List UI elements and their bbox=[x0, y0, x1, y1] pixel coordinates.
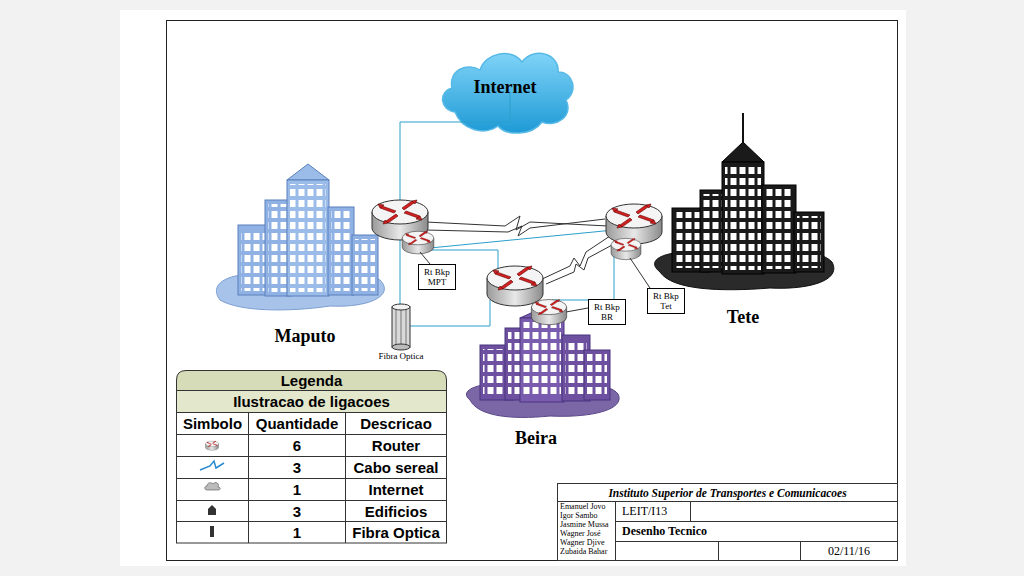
table-cell-box: 6 bbox=[249, 435, 345, 456]
city-label: Beira bbox=[515, 428, 557, 449]
table-header-box: Quantidade bbox=[249, 413, 345, 434]
table-subtitle-box: Ilustracao de ligacoes bbox=[177, 391, 446, 412]
author-name: Zubaida Bahar bbox=[560, 548, 607, 556]
author-name: Igor Sambo bbox=[560, 512, 598, 520]
author-name: Wagner José bbox=[560, 530, 600, 538]
author-name-box: Wagner Djive bbox=[560, 539, 616, 547]
table-cell-box: Cabo sereal bbox=[346, 457, 446, 478]
author-name-box: Zubaida Bahar bbox=[560, 548, 616, 556]
table-cell: Internet bbox=[368, 481, 423, 498]
city-label-box: Beira bbox=[505, 427, 567, 449]
table-cell-box: 1 bbox=[249, 479, 345, 500]
table-subtitle: Ilustracao de ligacoes bbox=[233, 393, 390, 410]
date-box: 02/11/16 bbox=[801, 542, 897, 560]
city-label-box: Maputo bbox=[265, 325, 345, 347]
table-cell-box: Edificios bbox=[346, 501, 446, 521]
table-cell-box: Internet bbox=[346, 479, 446, 500]
table-cell: 3 bbox=[293, 459, 301, 476]
course-code-box: LEIT/I13 bbox=[616, 502, 696, 521]
table-cell: Fibra Optica bbox=[352, 524, 440, 541]
internet-cloud: Internet bbox=[462, 74, 548, 101]
table-title: Legenda bbox=[281, 372, 343, 389]
table-title-box: Legenda bbox=[177, 371, 446, 390]
city-label: Tete bbox=[727, 307, 759, 328]
course-code: LEIT/I13 bbox=[622, 504, 667, 519]
backup-router-tag: Rt Bkp Tet bbox=[647, 288, 685, 314]
table-cell-box: Fibra Optica bbox=[346, 522, 446, 543]
date: 02/11/16 bbox=[828, 544, 870, 559]
node-text: Rt Bkp MPT bbox=[422, 267, 452, 287]
author-name-box: Emanuel Jovo bbox=[560, 503, 616, 511]
institution-box: Instituto Superior de Transportes e Comu… bbox=[558, 484, 897, 501]
table-cell: 3 bbox=[293, 503, 301, 520]
author-name: Emanuel Jovo bbox=[560, 503, 606, 511]
backup-router-tag: Rt Bkp BR bbox=[588, 299, 626, 325]
fiber-label-box: Fibra Optica bbox=[370, 350, 432, 362]
table-header: Simbolo bbox=[183, 415, 242, 432]
table-header-box: Descricao bbox=[346, 413, 446, 434]
author-name: Wagner Djive bbox=[560, 539, 604, 547]
institution: Instituto Superior de Transportes e Comu… bbox=[608, 487, 846, 499]
node-text: Rt Bkp Tet bbox=[651, 291, 681, 311]
table-cell: Router bbox=[372, 437, 420, 454]
city-label: Maputo bbox=[274, 326, 335, 347]
table-cell-box: 3 bbox=[249, 457, 345, 478]
author-name-box: Igor Sambo bbox=[560, 512, 616, 520]
table-cell-box: 1 bbox=[249, 522, 345, 543]
author-name-box: Wagner José bbox=[560, 530, 616, 538]
node-text: Rt Bkp BR bbox=[592, 302, 622, 322]
table-cell: Cabo sereal bbox=[353, 459, 438, 476]
table-header: Descricao bbox=[360, 415, 432, 432]
node-text: Internet bbox=[474, 77, 537, 98]
drawing-title: Desenho Tecnico bbox=[622, 524, 707, 539]
city-label-box: Tete bbox=[715, 306, 771, 328]
backup-router-tag: Rt Bkp MPT bbox=[418, 264, 456, 290]
table-header: Quantidade bbox=[256, 415, 339, 432]
drawing-title-box: Desenho Tecnico bbox=[616, 522, 762, 541]
table-cell: 1 bbox=[293, 524, 301, 541]
author-name: Jasmine Mussa bbox=[560, 521, 609, 529]
table-header-box: Simbolo bbox=[177, 413, 248, 434]
author-name-box: Jasmine Mussa bbox=[560, 521, 616, 529]
fiber-label: Fibra Optica bbox=[378, 351, 423, 361]
table-cell-box: 3 bbox=[249, 501, 345, 521]
table-cell: Edificios bbox=[365, 503, 428, 520]
table-cell: 1 bbox=[293, 481, 301, 498]
table-cell-box: Router bbox=[346, 435, 446, 456]
table-cell: 6 bbox=[293, 437, 301, 454]
